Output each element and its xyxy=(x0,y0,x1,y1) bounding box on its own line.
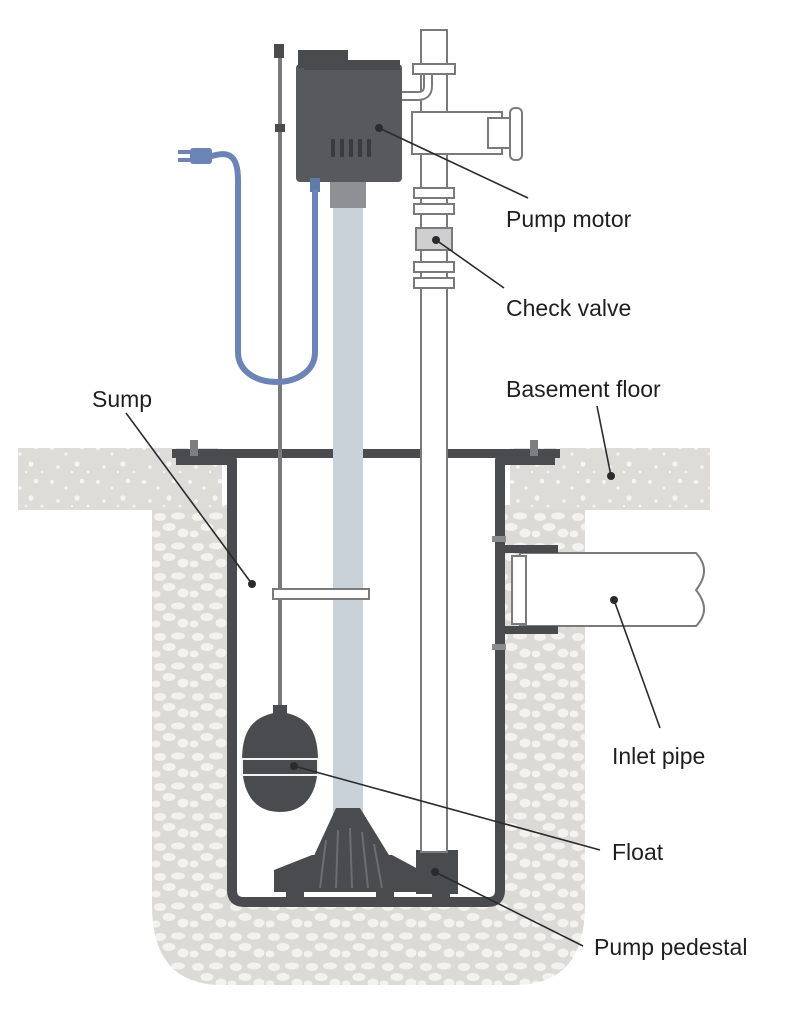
label-basement-floor: Basement floor xyxy=(506,376,661,402)
inlet-pipe-flange-bottom xyxy=(500,626,558,634)
sump-lid xyxy=(172,449,560,458)
volute-ribs xyxy=(319,827,383,889)
label-check-valve: Check valve xyxy=(506,295,631,321)
leader-float xyxy=(290,762,601,851)
leader-inlet-pipe xyxy=(610,596,661,729)
power-cord xyxy=(209,151,318,385)
inlet-pipe-flange-top xyxy=(500,545,558,553)
pump-base xyxy=(274,855,420,892)
pump-feet xyxy=(286,890,450,898)
leader-basement-floor xyxy=(596,405,615,480)
inlet-grommet-bottom xyxy=(492,644,506,650)
sump-pit-wall xyxy=(176,455,555,907)
inlet-grommet-top xyxy=(492,536,506,542)
inlet-pipe-coupling xyxy=(511,555,527,625)
float-stop-upper xyxy=(275,124,285,132)
float-stop-lower xyxy=(273,705,287,715)
motor-discharge-elbow-inner xyxy=(402,74,431,99)
leader-pump-pedestal xyxy=(431,868,584,947)
inlet-pipe xyxy=(519,552,705,627)
float-band xyxy=(241,758,319,776)
leader-sump xyxy=(125,412,256,588)
label-pump-pedestal: Pump pedestal xyxy=(594,934,747,960)
lid-bolt-left xyxy=(190,440,198,456)
label-float: Float xyxy=(612,839,664,865)
float-switch-head xyxy=(274,44,284,58)
discharge-pipe xyxy=(420,29,448,853)
label-sump: Sump xyxy=(92,386,152,412)
valve-stem xyxy=(487,117,511,149)
pump-column xyxy=(333,196,363,814)
column-collar xyxy=(330,180,366,208)
label-inlet-pipe: Inlet pipe xyxy=(612,743,705,769)
lid-bolt-right xyxy=(530,440,538,456)
label-pump-motor: Pump motor xyxy=(506,206,632,232)
pipe-clamp-top xyxy=(412,63,456,75)
valve-handle xyxy=(509,107,523,161)
plug-icon xyxy=(178,148,212,164)
leader-check-valve xyxy=(432,236,505,289)
pump-motor xyxy=(296,50,402,192)
rod-bracket xyxy=(272,588,370,600)
leader-pump-motor xyxy=(375,124,529,199)
